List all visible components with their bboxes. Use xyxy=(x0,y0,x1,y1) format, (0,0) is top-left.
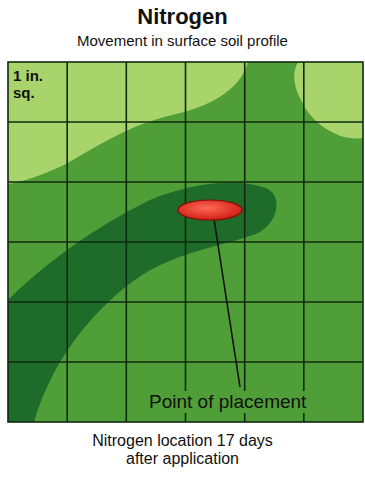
subtitle: Movement in surface soil profile xyxy=(0,32,365,49)
scale-label: 1 in. sq. xyxy=(13,67,63,102)
soil-ground xyxy=(8,62,363,422)
callout-label: Point of placement xyxy=(146,391,309,413)
placement-marker xyxy=(178,200,242,220)
light-region xyxy=(8,62,248,184)
title: Nitrogen xyxy=(0,4,365,29)
inch-grid xyxy=(8,62,363,422)
caption: Nitrogen location 17 days after applicat… xyxy=(75,432,290,469)
leader-line xyxy=(214,219,240,387)
